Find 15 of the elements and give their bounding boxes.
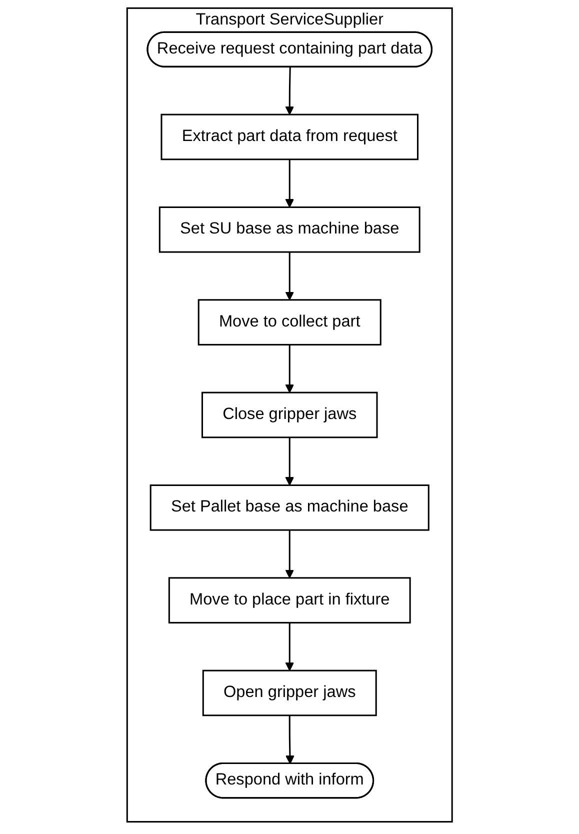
arrow xyxy=(285,530,294,578)
node-box: Open gripper jaws xyxy=(202,670,377,716)
node-box: Set Pallet base as machine base xyxy=(150,484,430,531)
arrow xyxy=(285,715,294,764)
arrow xyxy=(285,437,294,486)
arrow xyxy=(285,344,294,393)
arrow xyxy=(285,622,294,671)
node-box: Move to collect part xyxy=(198,299,382,346)
node-box: Close gripper jaws xyxy=(201,392,378,438)
node-box: Move to place part in fixture xyxy=(168,577,411,624)
node-box: Set SU base as machine base xyxy=(158,206,420,253)
node-box: Extract part data from request xyxy=(160,114,418,160)
arrow xyxy=(285,252,294,300)
arrow xyxy=(285,159,294,208)
arrow xyxy=(285,67,294,115)
